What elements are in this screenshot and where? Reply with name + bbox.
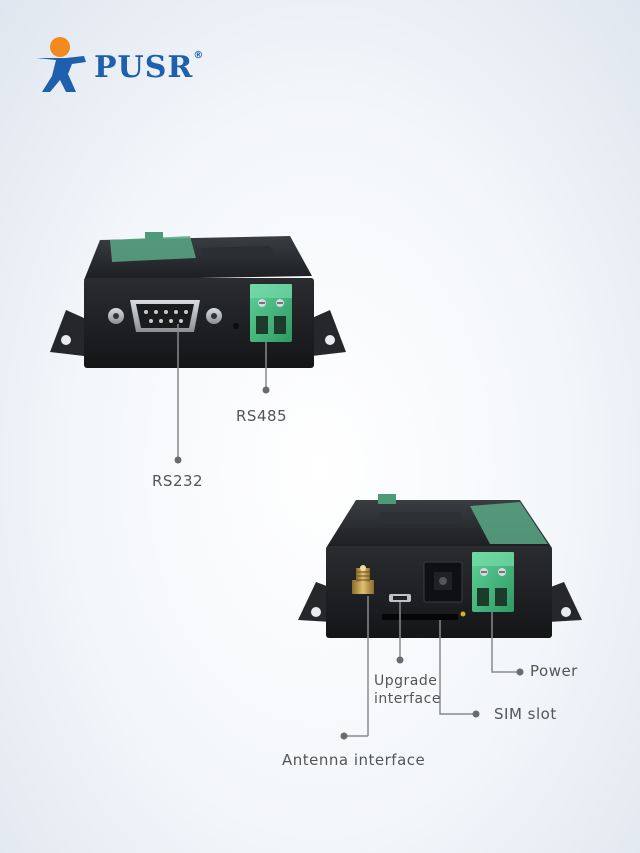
label-rs232: RS232 xyxy=(152,472,204,490)
label-power: Power xyxy=(530,662,578,680)
label-upgrade-interface: Upgrade interface xyxy=(374,673,441,707)
device-top xyxy=(50,232,346,464)
mounting-ear-left xyxy=(50,310,84,356)
mounting-ear-right-2 xyxy=(548,582,582,622)
brand-name: PUSR® xyxy=(94,49,205,85)
mounting-ear-right xyxy=(312,310,346,356)
rs232-port xyxy=(108,300,222,332)
rs485-terminal xyxy=(250,284,292,342)
pusr-figure-icon xyxy=(36,37,86,92)
label-rs485: RS485 xyxy=(236,407,288,425)
device-bottom xyxy=(298,494,582,740)
antenna-port xyxy=(352,565,374,594)
mounting-ear-left-2 xyxy=(298,582,332,622)
label-sim-slot: SIM slot xyxy=(494,705,557,723)
label-antenna-interface: Antenna interface xyxy=(282,751,426,769)
pusr-logo: PUSR® xyxy=(32,36,204,94)
power-terminal xyxy=(472,552,514,612)
sim-slot xyxy=(382,614,458,620)
